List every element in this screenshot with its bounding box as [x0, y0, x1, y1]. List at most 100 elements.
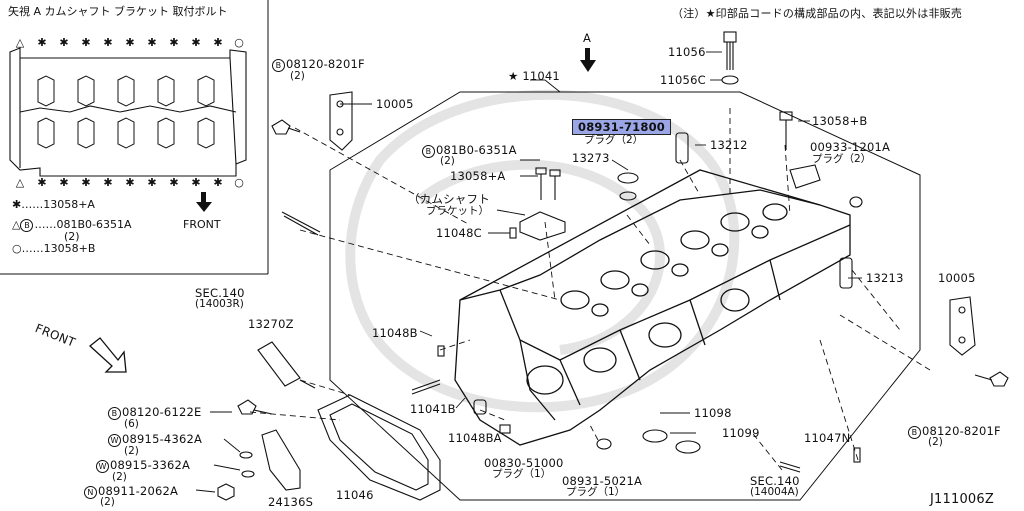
inset-front-arrow: [196, 192, 212, 212]
part-label-24136s[interactable]: 24136S: [268, 495, 314, 509]
bolt-badge-icon: B: [20, 219, 34, 232]
part-label-13213[interactable]: 13213: [866, 271, 904, 285]
part-number: 08120-8201F: [286, 57, 365, 71]
assembly-outline: [329, 91, 921, 501]
inset-title: 矢視 A カムシャフト ブラケット 取付ボルト: [8, 5, 228, 18]
svg-text:✱: ✱: [59, 176, 68, 189]
part-label-11099[interactable]: 11099: [722, 426, 760, 440]
svg-text:✱: ✱: [191, 36, 200, 49]
watermark-logo: [345, 89, 740, 413]
bolt-badge-icon: B: [908, 426, 921, 439]
part-label-11048b[interactable]: 11048B: [372, 326, 418, 340]
part-label-sec140-right[interactable]: SEC.140: [750, 474, 800, 488]
part-qty: (2): [124, 445, 139, 457]
part-sub: ブラケット）: [426, 205, 489, 217]
part-label-11041[interactable]: ★ 11041: [508, 69, 560, 83]
inset-head-outline: [9, 47, 247, 177]
svg-text:△: △: [16, 176, 25, 189]
legend-text: ……13058+B: [21, 242, 96, 255]
inset-bolt-symbols: △✱✱ ✱✱✱ ✱✱✱ ✱○ △✱✱ ✱✱✱ ✱✱✱ ✱○: [16, 36, 244, 189]
part-label-13273[interactable]: 13273: [572, 151, 610, 165]
part-label-sec140-left[interactable]: SEC.140: [195, 286, 245, 300]
part-qty: (2): [290, 70, 305, 82]
leader-lines: [249, 108, 931, 471]
bolt-badge-icon: B: [272, 59, 285, 72]
legend-text: ……081B0-6351A: [34, 218, 132, 231]
part-sub: (14004A): [750, 486, 799, 498]
part-label-11048ba[interactable]: 11048BA: [448, 431, 502, 445]
inset-front-label: FRONT: [183, 218, 221, 231]
part-number: 08915-4362A: [122, 432, 203, 446]
part-label-11046[interactable]: 11046: [336, 488, 374, 502]
view-arrow-label: A: [583, 31, 592, 45]
inset-legend-2: △B……081B0-6351A: [12, 218, 132, 232]
part-label-11048c[interactable]: 11048C: [436, 226, 482, 240]
bolt-badge-icon: B: [422, 145, 435, 158]
part-label-13058b[interactable]: 13058+B: [812, 114, 868, 128]
svg-text:✱: ✱: [37, 176, 46, 189]
part-label-10005-left[interactable]: 10005: [376, 97, 414, 111]
diagram-code: J111006Z: [930, 492, 994, 507]
svg-text:○: ○: [234, 36, 244, 49]
part-qty: (2): [440, 155, 455, 167]
part-label-11041b[interactable]: 11041B: [410, 402, 456, 416]
part-label-08931-5021a[interactable]: 08931-5021A: [562, 474, 643, 488]
inset-legend-1: ✱……13058+A: [12, 198, 95, 211]
svg-text:✱: ✱: [81, 36, 90, 49]
part-number: 081B0-6351A: [436, 143, 517, 157]
svg-text:✱: ✱: [147, 36, 156, 49]
part-label-00933[interactable]: 00933-1201A: [810, 140, 891, 154]
part-number: 08120-6122E: [122, 405, 202, 419]
part-label-13212[interactable]: 13212: [710, 138, 748, 152]
part-sub: プラグ（1）: [492, 468, 552, 480]
part-label-11047n[interactable]: 11047N: [804, 431, 851, 445]
view-arrow-a: [580, 48, 596, 72]
part-sub: プラグ（1）: [566, 486, 626, 498]
part-qty: (2): [928, 436, 943, 448]
washer-badge-icon: W: [96, 460, 109, 473]
part-number: 08120-8201F: [922, 424, 1001, 438]
part-qty: (6): [124, 418, 139, 430]
part-label-13058a[interactable]: 13058+A: [450, 169, 506, 183]
note-text: （注）★印部品コードの構成部品の内、表記以外は非販売: [672, 7, 963, 20]
inset-legend-3: ○……13058+B: [12, 242, 95, 255]
part-qty: (2): [112, 471, 127, 483]
inset-brackets: [37, 75, 215, 149]
part-label-00830[interactable]: 00830-51000: [484, 456, 564, 470]
part-sub: プラグ（2）: [812, 153, 872, 165]
part-number: 08911-2062A: [98, 484, 179, 498]
part-number: 08915-3362A: [110, 458, 191, 472]
part-label-10005-right[interactable]: 10005: [938, 271, 976, 285]
inset-legend-2-qty: (2): [64, 230, 80, 243]
small-parts: [217, 31, 1009, 501]
part-label-08931-71800[interactable]: 08931-71800: [572, 119, 671, 135]
svg-text:✱: ✱: [103, 176, 112, 189]
part-label-11056[interactable]: 11056: [668, 45, 706, 59]
svg-text:✱: ✱: [59, 36, 68, 49]
svg-text:△: △: [16, 36, 25, 49]
legend-symbol-triangle: △: [12, 218, 21, 231]
legend-symbol-circle: ○: [12, 242, 22, 255]
inset-box: [0, 0, 269, 275]
part-qty: (2): [100, 496, 115, 508]
svg-text:✱: ✱: [213, 176, 222, 189]
part-label-13270z[interactable]: 13270Z: [248, 317, 294, 331]
part-label-11056c[interactable]: 11056C: [660, 73, 706, 87]
legend-text: ……13058+A: [21, 198, 95, 211]
washer-badge-icon: W: [108, 434, 121, 447]
part-label-11098[interactable]: 11098: [694, 406, 732, 420]
svg-text:✱: ✱: [147, 176, 156, 189]
svg-text:✱: ✱: [81, 176, 90, 189]
front-arrow: [88, 337, 127, 373]
bolt-badge-icon: B: [108, 407, 121, 420]
part-label-camshaft-bracket[interactable]: （カムシャフト: [408, 192, 490, 206]
svg-text:○: ○: [234, 176, 244, 189]
